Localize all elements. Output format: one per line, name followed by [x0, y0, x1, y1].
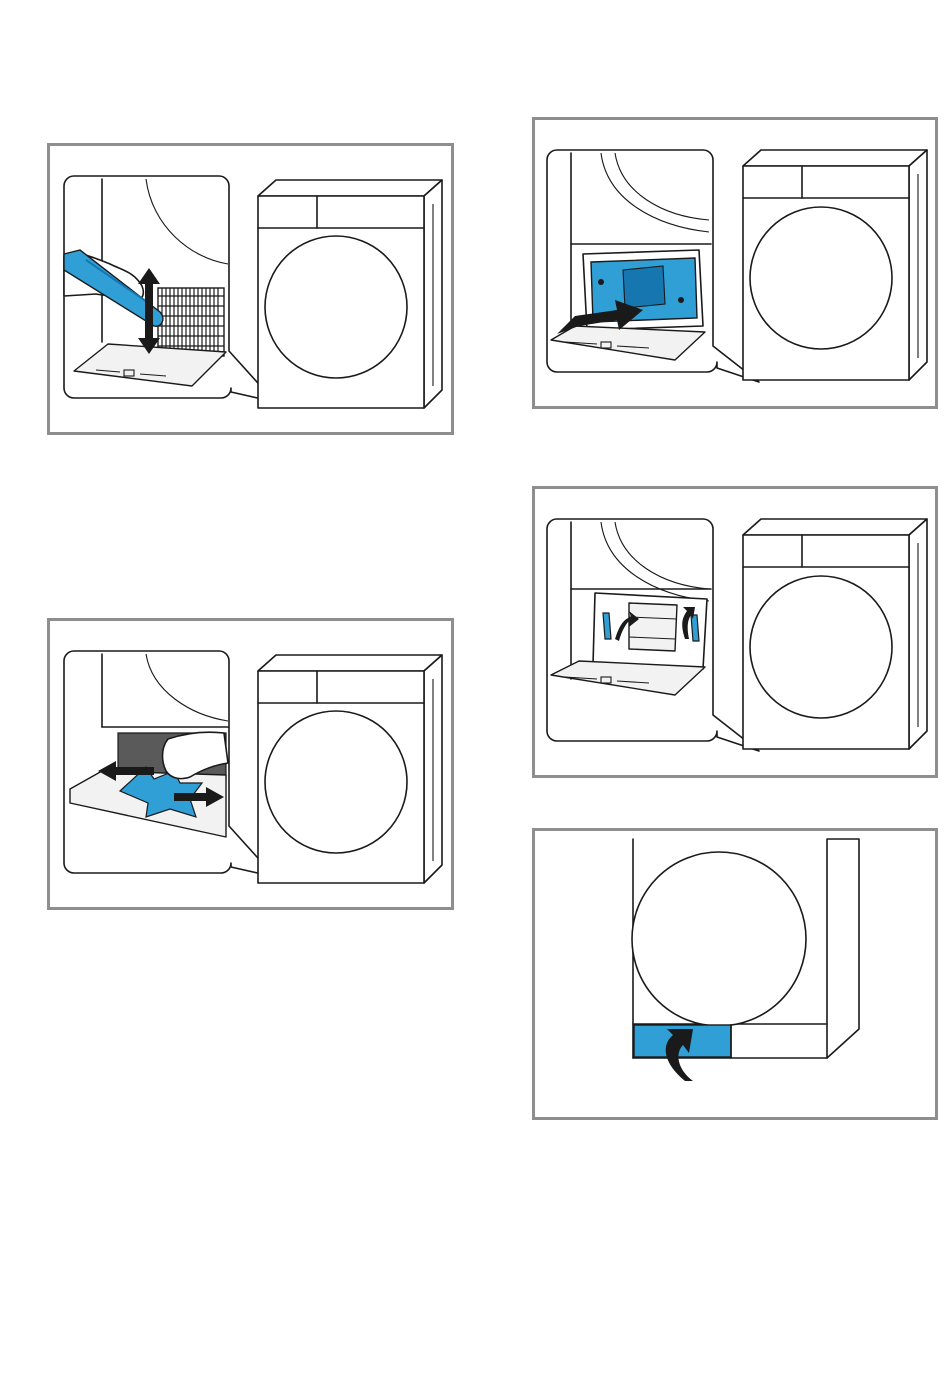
illustration-close-flap	[535, 831, 935, 1117]
illustration-remove-lint	[50, 621, 451, 907]
figure-brush-filter	[47, 143, 454, 435]
figure-lock-levers	[532, 486, 938, 778]
dryer-door	[750, 576, 892, 718]
dryer-door	[265, 711, 407, 853]
lever-right-icon	[691, 615, 699, 641]
filter-grille	[158, 288, 224, 356]
dryer-door	[265, 236, 407, 378]
lever-left-icon	[603, 613, 611, 639]
figure-insert-filter	[532, 117, 938, 409]
illustration-lock-levers	[535, 489, 935, 775]
dryer-icon	[743, 150, 927, 380]
figure-close-flap	[532, 828, 938, 1120]
illustration-brush-filter	[50, 146, 451, 432]
figure-remove-lint	[47, 618, 454, 910]
dryer-door	[750, 207, 892, 349]
illustration-insert-filter	[535, 120, 935, 406]
dryer-icon	[258, 655, 442, 883]
dryer-icon	[743, 519, 927, 749]
dryer-icon	[258, 180, 442, 408]
filter-cassette-icon	[629, 603, 677, 651]
dryer-door	[632, 852, 806, 1026]
